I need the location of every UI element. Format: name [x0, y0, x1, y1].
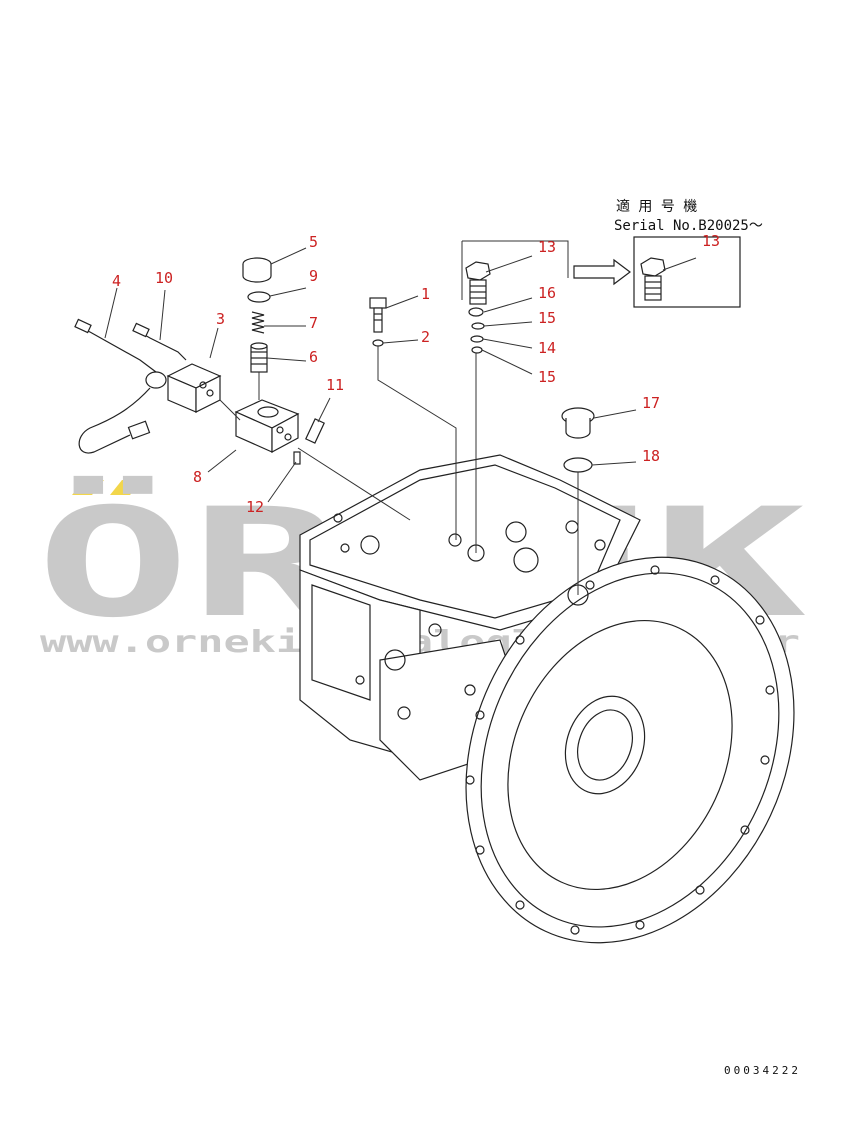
callout-18: 18	[642, 447, 660, 465]
callout-12: 12	[246, 498, 264, 516]
part-6-sleeve	[250, 342, 268, 373]
part-9-oring	[247, 291, 271, 303]
part-11-plug	[305, 418, 325, 444]
part-14-ring	[470, 335, 484, 343]
part-15-ring-b	[471, 346, 483, 354]
part-10-connector	[132, 322, 187, 361]
replacement-arrow	[573, 258, 631, 286]
callout-leaders	[104, 247, 637, 503]
callout-10: 10	[155, 269, 173, 287]
callouts: 1 2 3 4 5 6 7 8 9 10 11 12 13 13 16 15 1…	[112, 232, 720, 516]
part-3-solenoid	[145, 363, 222, 413]
serial-note: 適 用 号 機 Serial No.B20025～	[614, 198, 763, 308]
part-18-oring	[563, 457, 593, 473]
part-4-harness	[74, 318, 157, 454]
part-2-oring	[372, 339, 384, 347]
watermark-accent-right	[110, 480, 142, 495]
callout-15-a: 15	[538, 309, 556, 327]
callout-2: 2	[421, 328, 430, 346]
callout-1: 1	[421, 285, 430, 303]
callout-13-variant: 13	[702, 232, 720, 250]
part-5-cap	[242, 257, 272, 283]
pump-body	[299, 454, 795, 944]
callout-13-main: 13	[538, 238, 556, 256]
part-8-valve-body	[234, 399, 300, 454]
callout-14: 14	[538, 339, 556, 357]
callout-3: 3	[216, 310, 225, 328]
document-id: 00034222	[724, 1064, 801, 1077]
part-12-pin	[293, 451, 301, 465]
serial-part-frame	[633, 236, 741, 308]
part-13-relief-valve	[465, 261, 491, 305]
callout-6: 6	[309, 348, 318, 366]
callout-9: 9	[309, 267, 318, 285]
part-15-ring-a	[471, 322, 485, 330]
callout-5: 5	[309, 233, 318, 251]
callout-8: 8	[193, 468, 202, 486]
part-1-fitting	[369, 297, 387, 333]
serial-note-serial: Serial No.B20025～	[614, 218, 763, 234]
callout-17: 17	[642, 394, 660, 412]
callout-16: 16	[538, 284, 556, 302]
serial-note-jp: 適 用 号 機	[616, 198, 697, 215]
part-7-spring	[251, 311, 265, 334]
callout-4: 4	[112, 272, 121, 290]
watermark-accent-left	[72, 480, 104, 495]
part-16-ring	[468, 307, 484, 317]
callout-7: 7	[309, 314, 318, 332]
assembly-lines	[219, 346, 579, 595]
part-13-variant	[640, 257, 666, 301]
callout-11: 11	[326, 376, 344, 394]
callout-15-b: 15	[538, 368, 556, 386]
part-17-plug	[561, 407, 595, 439]
